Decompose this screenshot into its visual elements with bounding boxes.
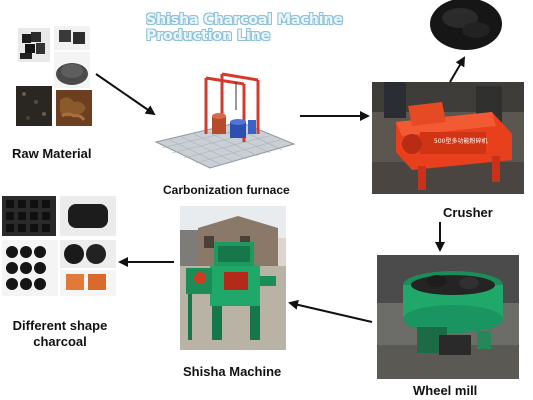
arrow-raw-to-carbonization [95, 73, 156, 116]
raw-material-image [14, 22, 94, 128]
charcoal-powder-image [420, 0, 510, 56]
diagram-title: Shisha Charcoal Machine Production Line [146, 12, 344, 44]
arrow-crusher-to-powder [449, 56, 466, 83]
crusher-image: 500型多功能粉碎机 [372, 82, 524, 194]
wheel-mill-label: Wheel mill [413, 383, 478, 398]
shisha-machine-label: Shisha Machine [183, 364, 282, 379]
crusher-label: Crusher [443, 205, 493, 220]
different-shape-charcoal-image [0, 194, 118, 298]
arrow-wheel-mill-to-shisha [288, 299, 373, 323]
crusher-plate-text: 500型多功能粉碎机 [434, 138, 488, 145]
different-shape-label-line1: Different shape [12, 318, 108, 333]
carbonization-furnace-image [148, 64, 298, 176]
different-shape-label: Different shape charcoal [0, 318, 120, 350]
different-shape-label-line2: charcoal [33, 334, 87, 349]
raw-material-label: Raw Material [12, 146, 92, 161]
wheel-mill-image [377, 255, 519, 379]
shisha-machine-image [180, 206, 286, 350]
carbonization-furnace-label: Carbonization furnace [163, 183, 290, 197]
